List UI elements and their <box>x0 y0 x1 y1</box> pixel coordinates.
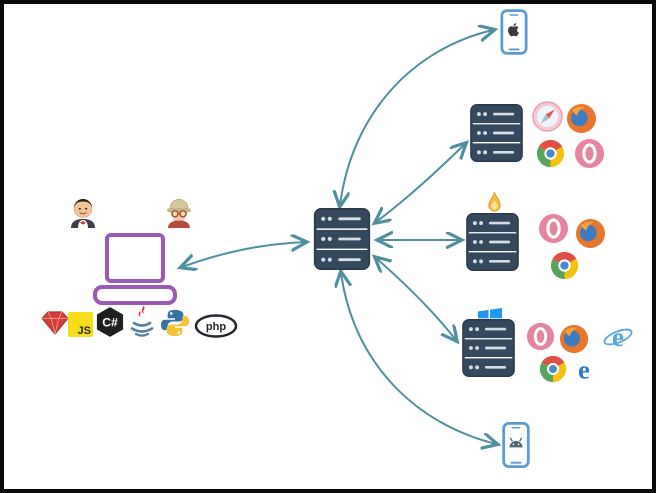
ruby-icon <box>40 310 70 336</box>
arrow-hub-iphone <box>340 30 493 205</box>
php-label: php <box>206 321 226 333</box>
opera-icon <box>526 322 555 351</box>
edge-icon: e <box>569 353 599 385</box>
arrow-laptop-hub <box>182 242 305 267</box>
firefox-icon <box>566 103 597 134</box>
firefox-icon <box>559 324 589 354</box>
laptop-icon <box>92 232 178 308</box>
travis-avatar-icon <box>164 194 194 228</box>
ie-label: e <box>612 322 624 352</box>
javascript-icon: JS <box>68 312 93 337</box>
java-icon <box>128 305 156 339</box>
hub-server-stack-icon <box>311 208 373 270</box>
flame-icon <box>485 191 504 216</box>
csharp-icon: C# <box>96 306 124 338</box>
iphone-icon <box>500 9 528 55</box>
jenkins-avatar-icon <box>68 194 98 228</box>
node-bottom-server-stack-icon <box>462 319 515 377</box>
node-middle-server-stack-icon <box>466 213 519 271</box>
chrome-icon <box>536 139 565 168</box>
php-icon: php <box>194 314 238 338</box>
safari-icon <box>532 101 563 132</box>
javascript-label: JS <box>77 325 91 337</box>
android-phone-icon <box>502 421 530 469</box>
connection-arrows <box>4 4 652 489</box>
node-top-server-stack-icon <box>470 104 523 162</box>
opera-icon <box>538 213 569 244</box>
opera-icon <box>574 138 605 169</box>
csharp-label: C# <box>102 316 118 330</box>
chrome-icon <box>550 251 579 280</box>
firefox-icon <box>575 218 606 249</box>
edge-label: e <box>578 355 590 384</box>
arrow-hub-node-top <box>376 144 465 222</box>
android-robot-icon <box>509 437 523 448</box>
python-icon <box>160 308 190 338</box>
arrow-hub-android <box>341 273 496 444</box>
apple-logo-icon <box>508 23 519 37</box>
arrow-hub-node-bottom <box>376 258 456 340</box>
ie-icon: e <box>602 319 634 353</box>
chrome-icon <box>539 355 567 383</box>
